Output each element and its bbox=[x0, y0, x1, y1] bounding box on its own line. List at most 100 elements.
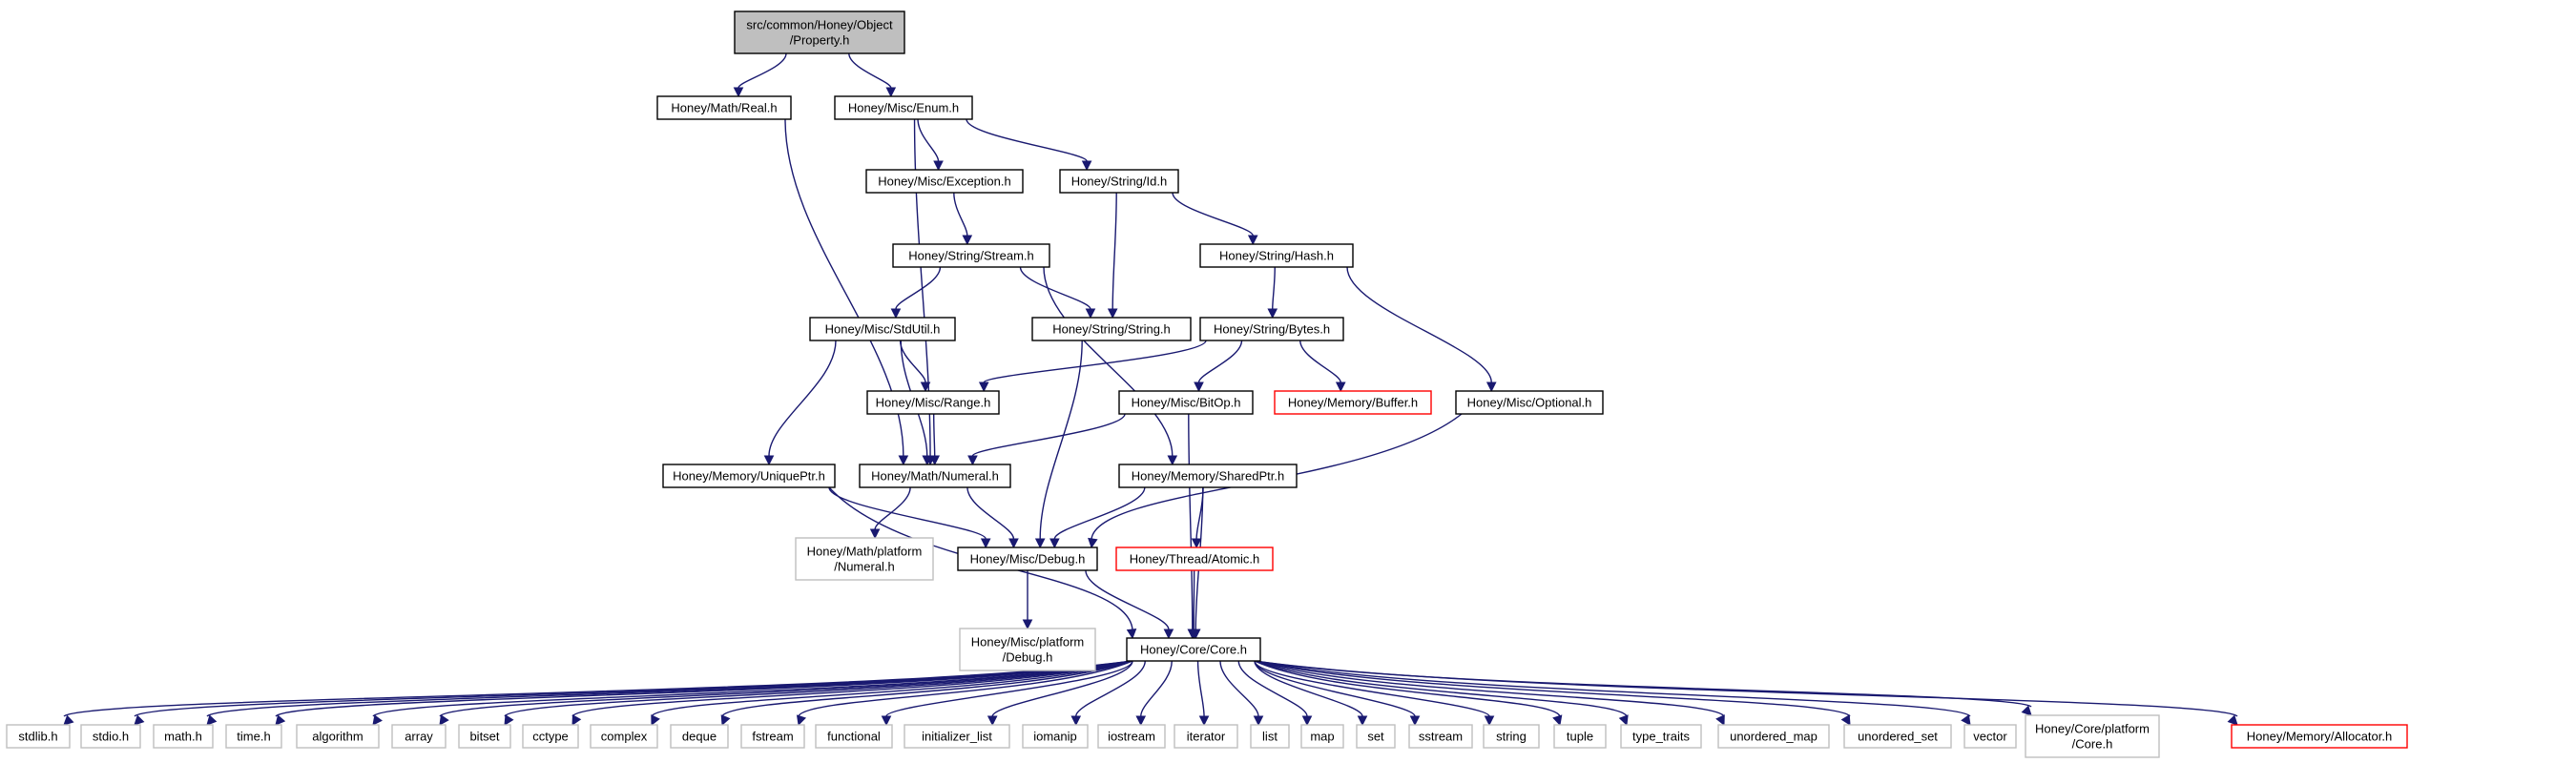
node-iomanip[interactable]: iomanip bbox=[1022, 724, 1089, 749]
edge-numeral-to-debug bbox=[966, 486, 1019, 549]
node-stdutil[interactable]: Honey/Misc/StdUtil.h bbox=[809, 317, 956, 341]
edge-arrowhead bbox=[920, 382, 931, 393]
node-deque[interactable]: deque bbox=[670, 724, 729, 749]
node-label: tuple bbox=[1567, 730, 1593, 744]
edge-line bbox=[1219, 660, 1259, 717]
node-label: Honey/Memory/SharedPtr.h bbox=[1132, 469, 1284, 484]
node-iostream[interactable]: iostream bbox=[1097, 724, 1166, 749]
edge-arrowhead bbox=[720, 714, 731, 727]
node-set[interactable]: set bbox=[1356, 724, 1396, 749]
node-label: Honey/String/Bytes.h bbox=[1214, 322, 1330, 337]
node-time[interactable]: time.h bbox=[225, 724, 282, 749]
edge-core-to-time bbox=[275, 660, 1133, 726]
edges-layer bbox=[63, 52, 2238, 727]
node-type-traits[interactable]: type_traits bbox=[1620, 724, 1702, 749]
node-allocator[interactable]: Honey/Memory/Allocator.h bbox=[2231, 724, 2408, 749]
node-enum[interactable]: Honey/Misc/Enum.h bbox=[834, 95, 973, 120]
edge-arrowhead bbox=[763, 455, 775, 466]
node-hash[interactable]: Honey/String/Hash.h bbox=[1199, 243, 1354, 268]
node-debugplat[interactable]: Honey/Misc/platform/Debug.h bbox=[959, 628, 1096, 671]
node-debug[interactable]: Honey/Misc/Debug.h bbox=[957, 546, 1098, 571]
node-label: Honey/String/Stream.h bbox=[908, 249, 1034, 263]
node-sstream[interactable]: sstream bbox=[1408, 724, 1473, 749]
edge-core-to-list bbox=[1219, 660, 1264, 727]
edge-arrowhead bbox=[651, 714, 660, 727]
edge-bitop-to-core bbox=[1187, 413, 1198, 640]
edge-line bbox=[966, 486, 1015, 540]
node-stdstring[interactable]: string bbox=[1483, 724, 1540, 749]
node-range[interactable]: Honey/Misc/Range.h bbox=[866, 390, 1000, 415]
node-label: Honey/Math/Numeral.h bbox=[871, 469, 999, 484]
node-stdlib[interactable]: stdlib.h bbox=[6, 724, 71, 749]
node-exception[interactable]: Honey/Misc/Exception.h bbox=[865, 169, 1024, 194]
node-stream[interactable]: Honey/String/Stream.h bbox=[892, 243, 1050, 268]
node-box bbox=[892, 243, 1050, 268]
node-stdio[interactable]: stdio.h bbox=[80, 724, 141, 749]
edge-arrowhead bbox=[372, 714, 383, 726]
node-functional[interactable]: functional bbox=[815, 724, 893, 749]
node-bitop[interactable]: Honey/Misc/BitOp.h bbox=[1118, 390, 1254, 415]
edge-arrowhead bbox=[796, 714, 807, 727]
node-label: Honey/Misc/platform bbox=[971, 635, 1084, 650]
edge-line bbox=[895, 266, 942, 310]
node-uniqueptr[interactable]: Honey/Memory/UniquePtr.h bbox=[662, 464, 836, 488]
node-math[interactable]: math.h bbox=[153, 724, 214, 749]
node-label: unordered_set bbox=[1858, 730, 1938, 744]
node-core[interactable]: Honey/Core/Core.h bbox=[1126, 637, 1261, 662]
node-numeral[interactable]: Honey/Math/Numeral.h bbox=[859, 464, 1011, 488]
edge-arrowhead bbox=[1135, 715, 1147, 727]
node-unordered-set[interactable]: unordered_set bbox=[1843, 724, 1952, 749]
edge-id-to-string bbox=[1107, 192, 1118, 320]
edge-core-to-fstream bbox=[796, 660, 1133, 727]
edge-core-to-functional bbox=[881, 660, 1133, 727]
node-box bbox=[1022, 724, 1089, 749]
node-buffer[interactable]: Honey/Memory/Buffer.h bbox=[1274, 390, 1432, 415]
node-box bbox=[815, 724, 893, 749]
edge-core-to-tuple bbox=[1254, 660, 1563, 727]
node-box bbox=[1115, 546, 1274, 571]
edge-arrowhead bbox=[987, 715, 998, 727]
node-real[interactable]: Honey/Math/Real.h bbox=[656, 95, 792, 120]
nodes-layer: src/common/Honey/Object/Property.hHoney/… bbox=[6, 10, 2408, 758]
node-map[interactable]: map bbox=[1300, 724, 1344, 749]
node-coreplat[interactable]: Honey/Core/platform/Core.h bbox=[2025, 714, 2160, 758]
node-atomic[interactable]: Honey/Thread/Atomic.h bbox=[1115, 546, 1274, 571]
node-complex[interactable]: complex bbox=[590, 724, 658, 749]
node-initializer-list[interactable]: initializer_list bbox=[904, 724, 1010, 749]
node-fstream[interactable]: fstream bbox=[740, 724, 805, 749]
node-id[interactable]: Honey/String/Id.h bbox=[1059, 169, 1179, 194]
node-mathplat[interactable]: Honey/Math/platform/Numeral.h bbox=[795, 537, 934, 581]
edge-arrowhead bbox=[1107, 308, 1118, 320]
node-bitset[interactable]: bitset bbox=[458, 724, 511, 749]
node-label: Honey/Memory/Buffer.h bbox=[1288, 396, 1418, 410]
edge-arrowhead bbox=[1085, 308, 1096, 320]
node-sharedptr[interactable]: Honey/Memory/SharedPtr.h bbox=[1118, 464, 1298, 488]
node-box bbox=[670, 724, 729, 749]
node-list[interactable]: list bbox=[1250, 724, 1290, 749]
node-tuple[interactable]: tuple bbox=[1553, 724, 1607, 749]
edge-line bbox=[768, 340, 837, 457]
node-iterator[interactable]: iterator bbox=[1174, 724, 1238, 749]
node-cctype[interactable]: cctype bbox=[522, 724, 579, 749]
edge-stdutil-to-uniqueptr bbox=[763, 340, 837, 466]
edge-line bbox=[1272, 266, 1276, 310]
node-box bbox=[1843, 724, 1952, 749]
node-string[interactable]: Honey/String/String.h bbox=[1031, 317, 1192, 341]
node-unordered-map[interactable]: unordered_map bbox=[1717, 724, 1830, 749]
node-vector[interactable]: vector bbox=[1963, 724, 2017, 749]
node-array[interactable]: array bbox=[391, 724, 447, 749]
edge-arrowhead bbox=[1247, 235, 1258, 246]
edge-arrowhead bbox=[1198, 715, 1210, 727]
edge-core-to-map bbox=[1237, 660, 1313, 727]
node-label: Honey/Math/platform bbox=[807, 545, 923, 559]
node-label: Honey/Misc/Enum.h bbox=[848, 101, 959, 115]
node-optional[interactable]: Honey/Misc/Optional.h bbox=[1455, 390, 1604, 415]
node-box bbox=[1300, 724, 1344, 749]
node-box bbox=[1199, 317, 1344, 341]
node-box bbox=[80, 724, 141, 749]
edge-arrowhead bbox=[922, 455, 933, 466]
edge-core-to-allocator bbox=[1254, 660, 2238, 726]
node-bytes[interactable]: Honey/String/Bytes.h bbox=[1199, 317, 1344, 341]
node-label: Honey/Misc/Optional.h bbox=[1467, 396, 1592, 410]
node-algorithm[interactable]: algorithm bbox=[296, 724, 380, 749]
